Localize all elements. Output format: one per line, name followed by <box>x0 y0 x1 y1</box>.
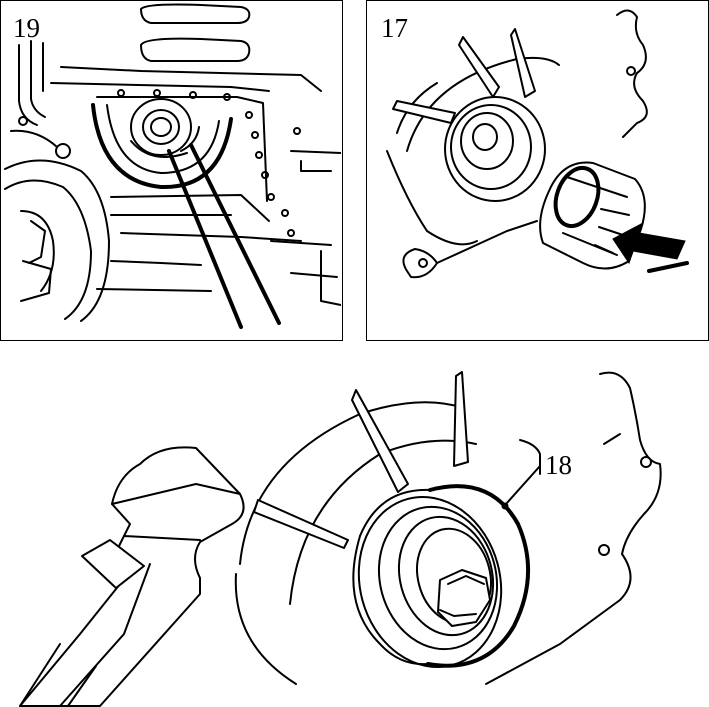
figure-panel-18: 18 <box>0 344 709 707</box>
figure-panel-17: 17 <box>366 0 709 341</box>
callout-19: 19 <box>13 13 40 43</box>
engine-flywheel-drawing <box>4 3 341 329</box>
seal-press-tool-drawing <box>19 371 662 707</box>
seal-install-tool-drawing <box>386 9 689 279</box>
callout-18: 18 <box>545 450 572 480</box>
figure-panel-19: 19 <box>0 0 343 341</box>
callout-17: 17 <box>381 13 408 43</box>
